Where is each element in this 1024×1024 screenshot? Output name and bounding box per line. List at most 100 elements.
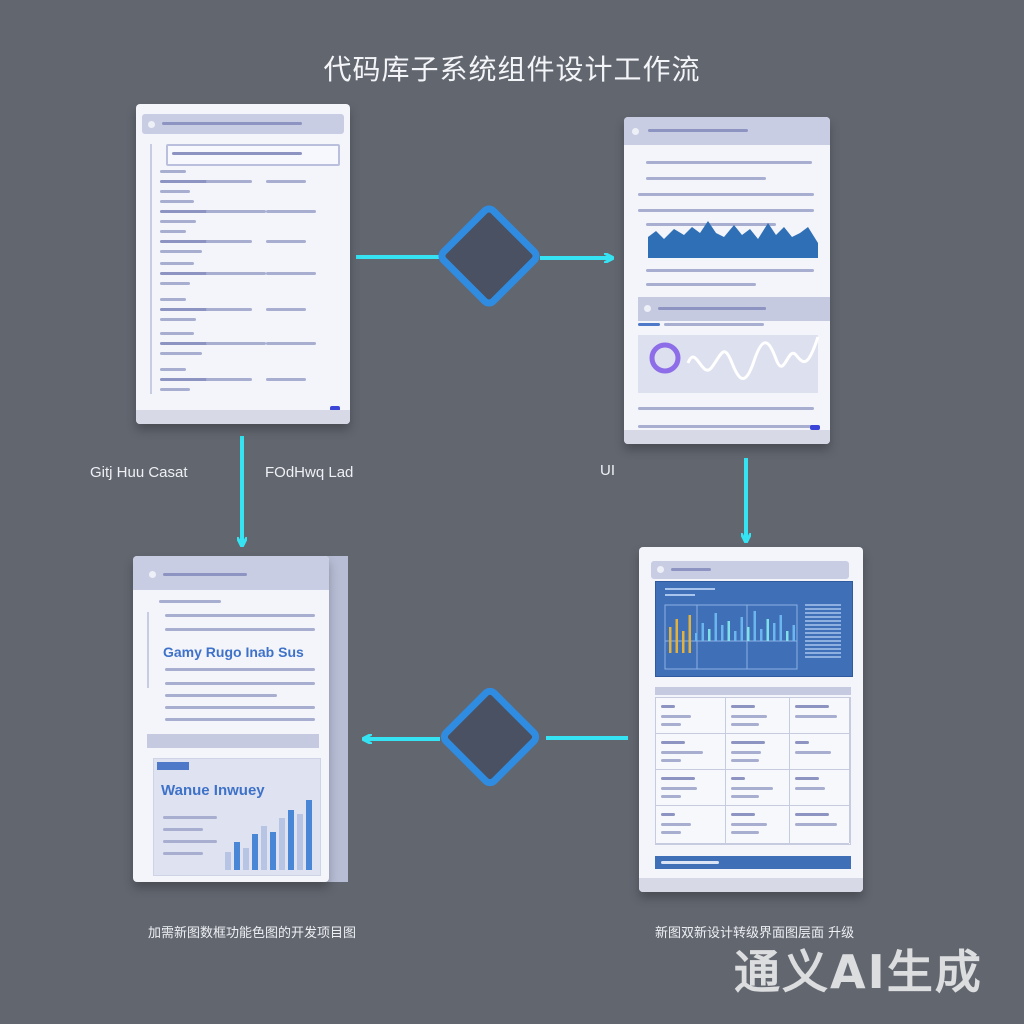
chart-spike — [727, 621, 730, 641]
card-footer — [136, 410, 350, 424]
card-ui-wireframe — [624, 117, 830, 444]
ring-icon — [649, 342, 681, 374]
card-status-dot — [810, 425, 820, 430]
chart-spike — [688, 615, 691, 653]
data-table — [655, 697, 851, 845]
area-chart — [648, 221, 818, 258]
text-placeholder-line — [661, 723, 681, 726]
chart-spike — [753, 611, 756, 641]
text-placeholder-line — [160, 220, 196, 223]
text-placeholder-line — [160, 282, 190, 285]
text-placeholder-line — [731, 831, 759, 834]
chart-bar — [261, 826, 267, 870]
text-placeholder-line — [731, 723, 759, 726]
chart-bar — [243, 848, 249, 870]
text-placeholder-line — [160, 200, 194, 203]
text-placeholder-line — [160, 180, 220, 183]
chart-spike — [740, 617, 743, 641]
card-header-bar — [651, 561, 849, 579]
text-placeholder-line — [661, 715, 691, 718]
table-column-line — [849, 697, 850, 843]
text-placeholder-line — [266, 180, 306, 183]
chart-spike — [701, 623, 704, 641]
window-dot — [657, 566, 664, 573]
section-divider — [147, 734, 319, 748]
text-placeholder-line — [266, 210, 316, 213]
chart-spike — [695, 633, 698, 641]
text-placeholder-line — [795, 787, 825, 790]
text-placeholder-line — [160, 240, 244, 243]
text-placeholder-line — [661, 823, 691, 826]
text-placeholder-line — [795, 823, 837, 826]
chart-bar — [288, 810, 294, 870]
text-placeholder-line — [266, 240, 306, 243]
chart-spike — [714, 613, 717, 641]
text-placeholder-line — [661, 813, 675, 816]
footer-bar — [655, 856, 851, 869]
text-placeholder-line — [160, 368, 186, 371]
text-placeholder-line — [160, 250, 202, 253]
text-placeholder-line — [266, 378, 306, 381]
diagram-title: 代码库子系统组件设计工作流 — [323, 53, 701, 86]
text-placeholder-line — [206, 272, 266, 275]
text-placeholder-line — [160, 210, 232, 213]
chart-spike — [721, 625, 724, 641]
text-placeholder-line — [160, 272, 220, 275]
chart-spike — [675, 619, 678, 653]
search-field — [166, 144, 340, 166]
table-divider — [655, 687, 851, 695]
chart-bar — [297, 814, 303, 870]
window-dot — [148, 121, 155, 128]
diamond-bottom — [440, 687, 540, 787]
text-placeholder-line — [160, 170, 186, 173]
table-column-line — [789, 697, 790, 843]
chart-spike — [747, 627, 750, 641]
card-footer — [624, 430, 830, 444]
text-placeholder-line — [206, 240, 252, 243]
card-code-document — [136, 104, 350, 424]
text-placeholder-line — [661, 795, 681, 798]
code-indent-line — [150, 144, 152, 394]
watermark: 通义AI生成 — [734, 945, 983, 999]
text-placeholder-line — [661, 777, 695, 780]
chart-spike — [766, 619, 769, 641]
window-dot — [644, 305, 651, 312]
card-report-document: Gamy Rugo Inab Sus Wanue Inwuey — [133, 556, 329, 882]
chart-spike — [708, 629, 711, 641]
text-placeholder-line — [160, 352, 202, 355]
text-placeholder-line — [661, 751, 703, 754]
text-placeholder-line — [795, 813, 829, 816]
chart-spike — [773, 623, 776, 641]
text-placeholder-line — [160, 342, 244, 345]
text-placeholder-line — [160, 308, 232, 311]
text-placeholder-line — [160, 298, 186, 301]
chart-bar — [306, 800, 312, 870]
chart-bar — [225, 852, 231, 870]
card-footer — [639, 878, 863, 892]
chart-bar — [279, 818, 285, 870]
text-placeholder-line — [160, 332, 194, 335]
line-wave-chart — [686, 336, 820, 380]
caption-bottom-right: 新图双新设计转级界面图层面 升级 — [655, 926, 855, 941]
caption-left-b: FOdHwq Lad — [265, 464, 354, 481]
caption-right: UI — [600, 462, 615, 479]
text-placeholder-line — [661, 759, 681, 762]
text-placeholder-line — [795, 705, 829, 708]
chart-spike — [669, 627, 672, 653]
table-row-line — [655, 843, 849, 844]
chart-spike — [682, 631, 685, 653]
diamond-top — [438, 205, 540, 307]
text-placeholder-line — [160, 388, 190, 391]
text-placeholder-line — [160, 378, 220, 381]
text-placeholder-line — [795, 751, 831, 754]
text-placeholder-line — [160, 262, 194, 265]
dashboard-chart — [664, 588, 841, 670]
text-placeholder-line — [206, 342, 266, 345]
text-placeholder-line — [731, 705, 755, 708]
text-placeholder-line — [160, 190, 190, 193]
chart-spike — [786, 631, 789, 641]
text-placeholder-line — [731, 795, 759, 798]
text-placeholder-line — [731, 715, 767, 718]
text-placeholder-line — [661, 787, 697, 790]
text-placeholder-line — [206, 210, 266, 213]
